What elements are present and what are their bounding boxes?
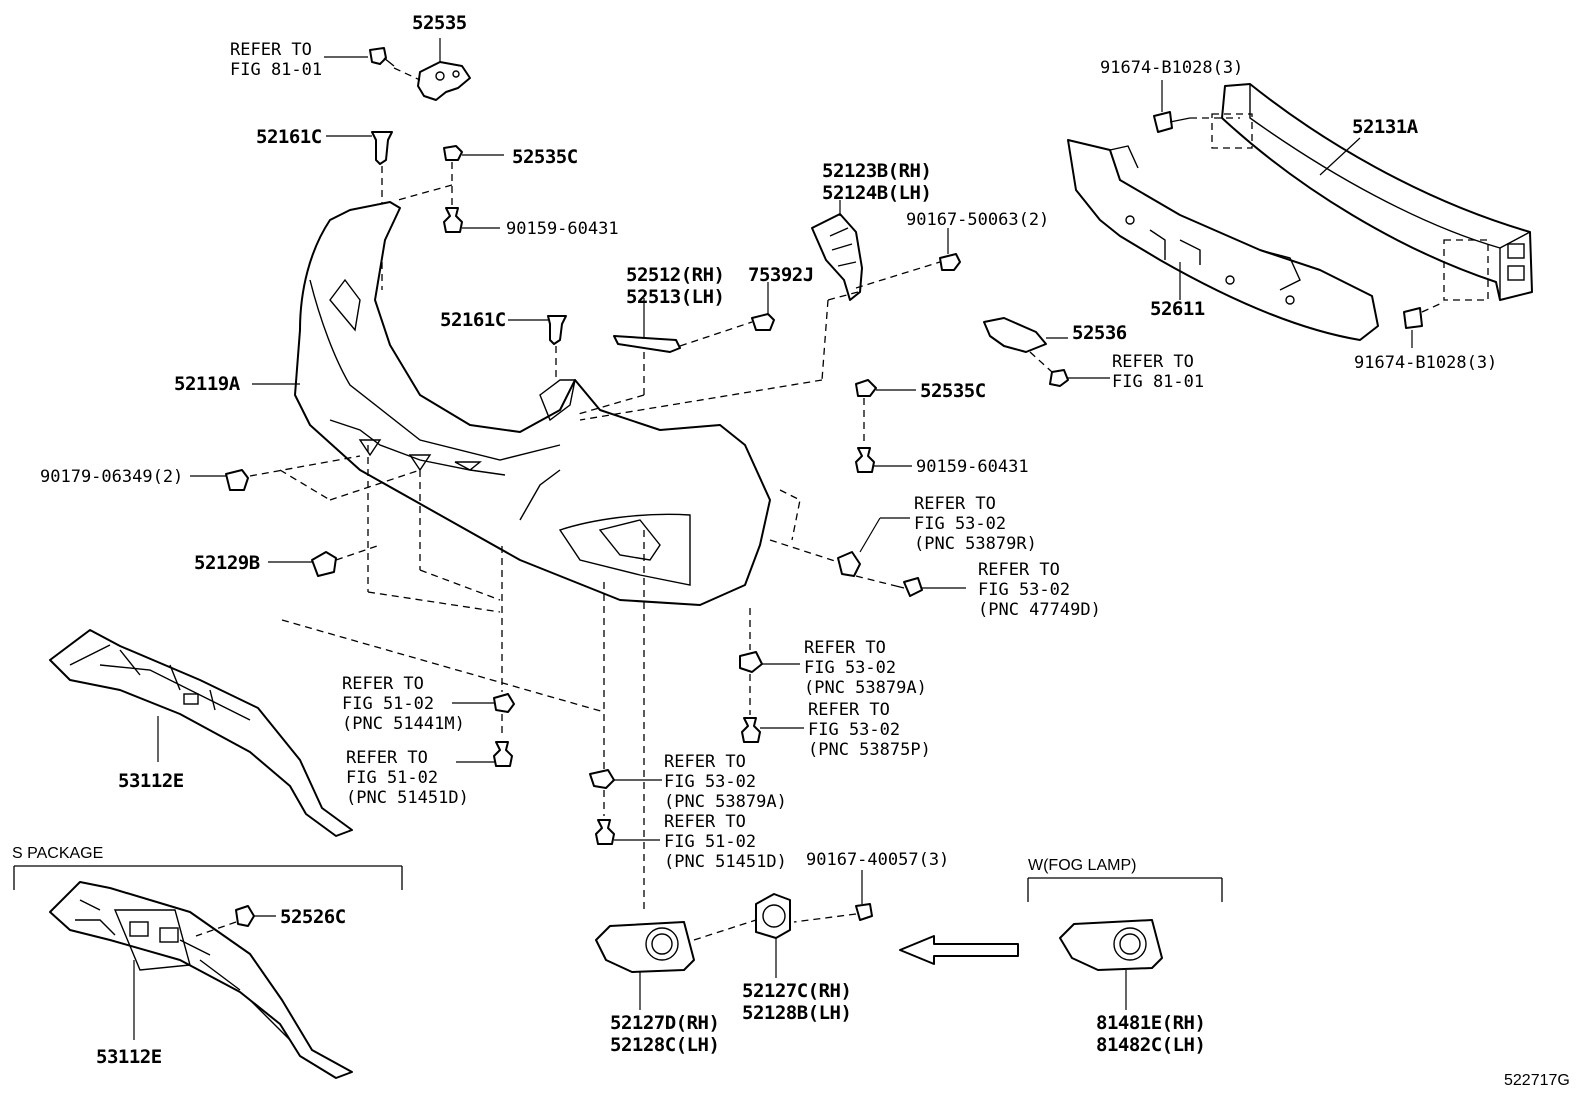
label-52535: 52535 [412, 12, 467, 34]
bolt-top-left-shape [369, 47, 395, 67]
label-w-fog-lamp: W(FOG LAMP) [1028, 857, 1137, 874]
nut-52535c-top-shape [443, 145, 463, 161]
label-52526c: 52526C [280, 906, 346, 928]
label-52161c-mid: 52161C [440, 309, 506, 331]
fog-lamp-bracket-52127c-shape [755, 893, 791, 939]
cover-52129b-shape [311, 551, 337, 577]
label-s-package: S PACKAGE [12, 845, 104, 862]
nut-52535c-mid-shape [855, 379, 877, 397]
label-90159-top: 90159-60431 [506, 219, 619, 239]
clip-53879a-mid-shape [589, 769, 615, 789]
label-91674-bot: 91674-B1028(3) [1354, 353, 1498, 373]
label-52131a: 52131A [1352, 116, 1418, 138]
screw-51451d-left-shape [493, 741, 513, 767]
clip-52161c-top-shape [371, 131, 393, 165]
label-refer-top-left: REFER TO FIG 81-01 [230, 40, 323, 80]
arrow-left-shape [899, 935, 1019, 965]
label-refer-53879a-right: REFER TO FIG 53-02 (PNC 53879A) [804, 638, 927, 698]
bracket-52536-shape [983, 317, 1047, 353]
reinforcement-52131a-shape [1221, 83, 1533, 301]
bumper-cover-52119a-shape [294, 201, 771, 606]
label-52129b: 52129B [194, 552, 260, 574]
screw-51451d-mid-shape [595, 819, 615, 845]
label-52535c-top: 52535C [512, 146, 578, 168]
bumper-bracket-52535-shape [417, 61, 471, 101]
clip-52161c-mid-shape [547, 315, 567, 345]
label-90159-mid: 90159-60431 [916, 457, 1029, 477]
absorber-52611-shape [1067, 139, 1379, 341]
fog-lamp-cover-52127d-shape [595, 921, 695, 973]
label-refer-53875p: REFER TO FIG 53-02 (PNC 53875P) [808, 700, 931, 760]
label-52536: 52536 [1072, 322, 1127, 344]
label-53112e-bot: 53112E [96, 1046, 162, 1068]
label-refer-51451d-mid: REFER TO FIG 51-02 (PNC 51451D) [664, 812, 787, 872]
bolt-right-shape [1049, 369, 1069, 387]
label-refer-53879a-mid: REFER TO FIG 53-02 (PNC 53879A) [664, 752, 787, 812]
screw-90159-top-shape [443, 207, 463, 233]
label-75392j: 75392J [748, 264, 814, 286]
label-52119a: 52119A [174, 373, 240, 395]
label-90167-50063: 90167-50063(2) [906, 210, 1050, 230]
fog-lamp-cover-81481e-shape [1059, 919, 1163, 971]
label-refer-53879r: REFER TO FIG 53-02 (PNC 53879R) [914, 494, 1037, 554]
bolt-91674-bot-shape [1403, 307, 1423, 329]
clip-51441m-shape [493, 693, 515, 713]
clip-90179-shape [225, 469, 249, 491]
lower-grille-53112e-bot-shape [49, 881, 353, 1079]
screw-53875p-shape [741, 717, 761, 743]
label-52611: 52611 [1150, 298, 1205, 320]
label-91674-top: 91674-B1028(3) [1100, 58, 1244, 78]
label-90167-40057: 90167-40057(3) [806, 850, 950, 870]
label-refer-51451d-left: REFER TO FIG 51-02 (PNC 51451D) [346, 748, 469, 808]
clip-53879a-right-shape [739, 651, 763, 673]
clip-53879r-shape [837, 551, 861, 577]
bolt-90167-50063-shape [939, 253, 961, 271]
label-52535c-mid: 52535C [920, 380, 986, 402]
garnish-52512-shape [613, 335, 681, 353]
lower-grille-53112e-top-shape [49, 629, 353, 837]
bolt-91674-top-shape [1153, 111, 1191, 133]
label-refer-right: REFER TO FIG 81-01 [1112, 352, 1205, 392]
clip-75392j-shape [751, 313, 775, 331]
screw-47749d-shape [895, 577, 923, 597]
label-52512: 52512(RH) 52513(LH) [626, 264, 725, 308]
label-90179: 90179-06349(2) [40, 467, 184, 487]
label-refer-47749d: REFER TO FIG 53-02 (PNC 47749D) [978, 560, 1101, 620]
clip-52526c-shape [235, 905, 255, 927]
retainer-52123b-shape [811, 213, 863, 301]
drawing-code: 522717G [1504, 1072, 1570, 1089]
label-81481e: 81481E(RH) 81482C(LH) [1096, 1012, 1206, 1056]
label-52123b: 52123B(RH) 52124B(LH) [822, 160, 932, 204]
label-52161c-top: 52161C [256, 126, 322, 148]
label-refer-51441m: REFER TO FIG 51-02 (PNC 51441M) [342, 674, 465, 734]
label-52127c: 52127C(RH) 52128B(LH) [742, 980, 852, 1024]
screw-90159-mid-shape [855, 447, 875, 473]
label-52127d: 52127D(RH) 52128C(LH) [610, 1012, 720, 1056]
label-53112e-top: 53112E [118, 770, 184, 792]
bolt-90167-40057-shape [855, 903, 873, 921]
